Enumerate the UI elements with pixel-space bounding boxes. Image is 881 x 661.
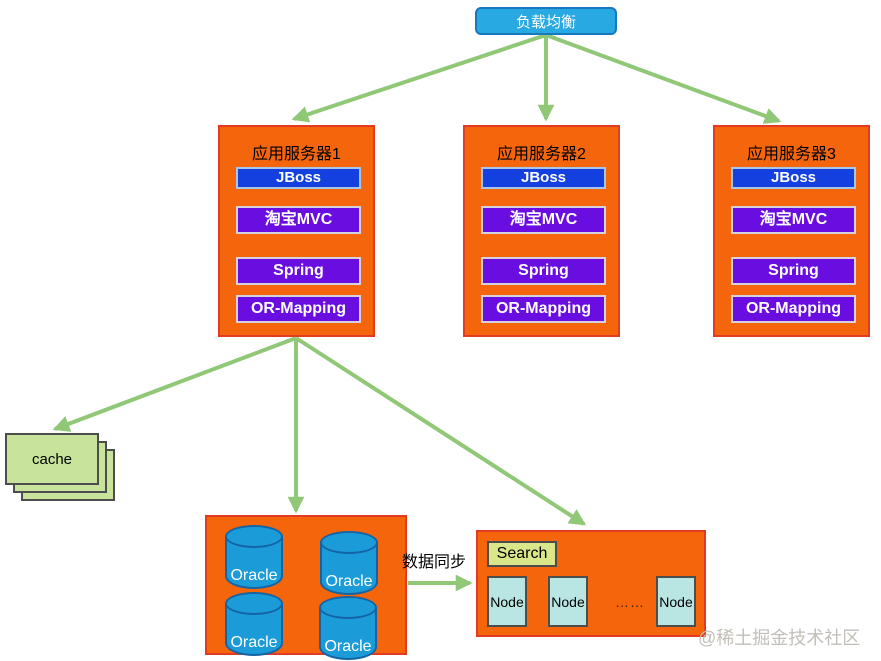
app-server-2-layer-ormapping: OR-Mapping <box>481 295 606 323</box>
app-server-1-layer-mvc: 淘宝MVC <box>236 206 361 234</box>
cylinder-top <box>225 592 283 615</box>
app-server-2-layer-jboss: JBoss <box>481 167 606 189</box>
app-server-3-layer-mvc: 淘宝MVC <box>731 206 856 234</box>
oracle-cluster: Oracle Oracle Oracle Oracle <box>205 515 407 660</box>
cylinder-top <box>319 596 377 619</box>
app-server-2-layer-mvc: 淘宝MVC <box>481 206 606 234</box>
app-server-1-title: 应用服务器1 <box>252 146 341 163</box>
arrow-lb-to-server1 <box>291 33 547 123</box>
oracle-db-label: Oracle <box>230 634 278 651</box>
cache-label: cache <box>31 450 73 468</box>
app-server-3-layer-ormapping: OR-Mapping <box>731 295 856 323</box>
load-balancer-node: 负载均衡 <box>475 7 617 35</box>
search-node-1: Node <box>487 576 527 627</box>
app-server-1-layer-jboss: JBoss <box>236 167 361 189</box>
arrow-lb-to-server3 <box>545 33 782 124</box>
cache-node: cache <box>5 433 99 485</box>
app-server-1-layer-ormapping: OR-Mapping <box>236 295 361 323</box>
oracle-db-label: Oracle <box>324 638 372 655</box>
app-server-1: 应用服务器1 JBoss 淘宝MVC Spring OR-Mapping <box>218 125 375 337</box>
app-server-3-title: 应用服务器3 <box>747 146 836 163</box>
app-server-3-layer-spring: Spring <box>731 257 856 285</box>
more-nodes-ellipsis: …… <box>615 594 645 610</box>
cylinder-top <box>225 525 283 548</box>
oracle-db-label: Oracle <box>230 567 278 584</box>
app-server-3-layer-jboss: JBoss <box>731 167 856 189</box>
oracle-db-cylinder-2: Oracle <box>320 531 378 595</box>
watermark-text: @稀土掘金技术社区 <box>698 628 861 648</box>
oracle-db-cylinder-4: Oracle <box>319 596 377 660</box>
app-server-1-layer-spring: Spring <box>236 257 361 285</box>
oracle-db-cylinder-3: Oracle <box>225 592 283 656</box>
arrow-server1-to-search <box>294 336 587 526</box>
search-node-2: Node <box>548 576 588 627</box>
data-sync-label: 数据同步 <box>402 554 467 571</box>
app-server-2: 应用服务器2 JBoss 淘宝MVC Spring OR-Mapping <box>463 125 620 337</box>
search-cluster: Search Node Node …… Node <box>476 530 706 637</box>
arrow-server1-to-cache <box>52 336 297 432</box>
load-balancer-label: 负载均衡 <box>515 13 576 31</box>
oracle-db-label: Oracle <box>325 573 373 590</box>
app-server-2-layer-spring: Spring <box>481 257 606 285</box>
cylinder-top <box>320 531 378 554</box>
app-server-2-title: 应用服务器2 <box>497 146 586 163</box>
search-title-tag: Search <box>487 541 557 567</box>
oracle-db-cylinder-1: Oracle <box>225 525 283 589</box>
search-node-3: Node <box>656 576 696 627</box>
app-server-3: 应用服务器3 JBoss 淘宝MVC Spring OR-Mapping <box>713 125 870 337</box>
